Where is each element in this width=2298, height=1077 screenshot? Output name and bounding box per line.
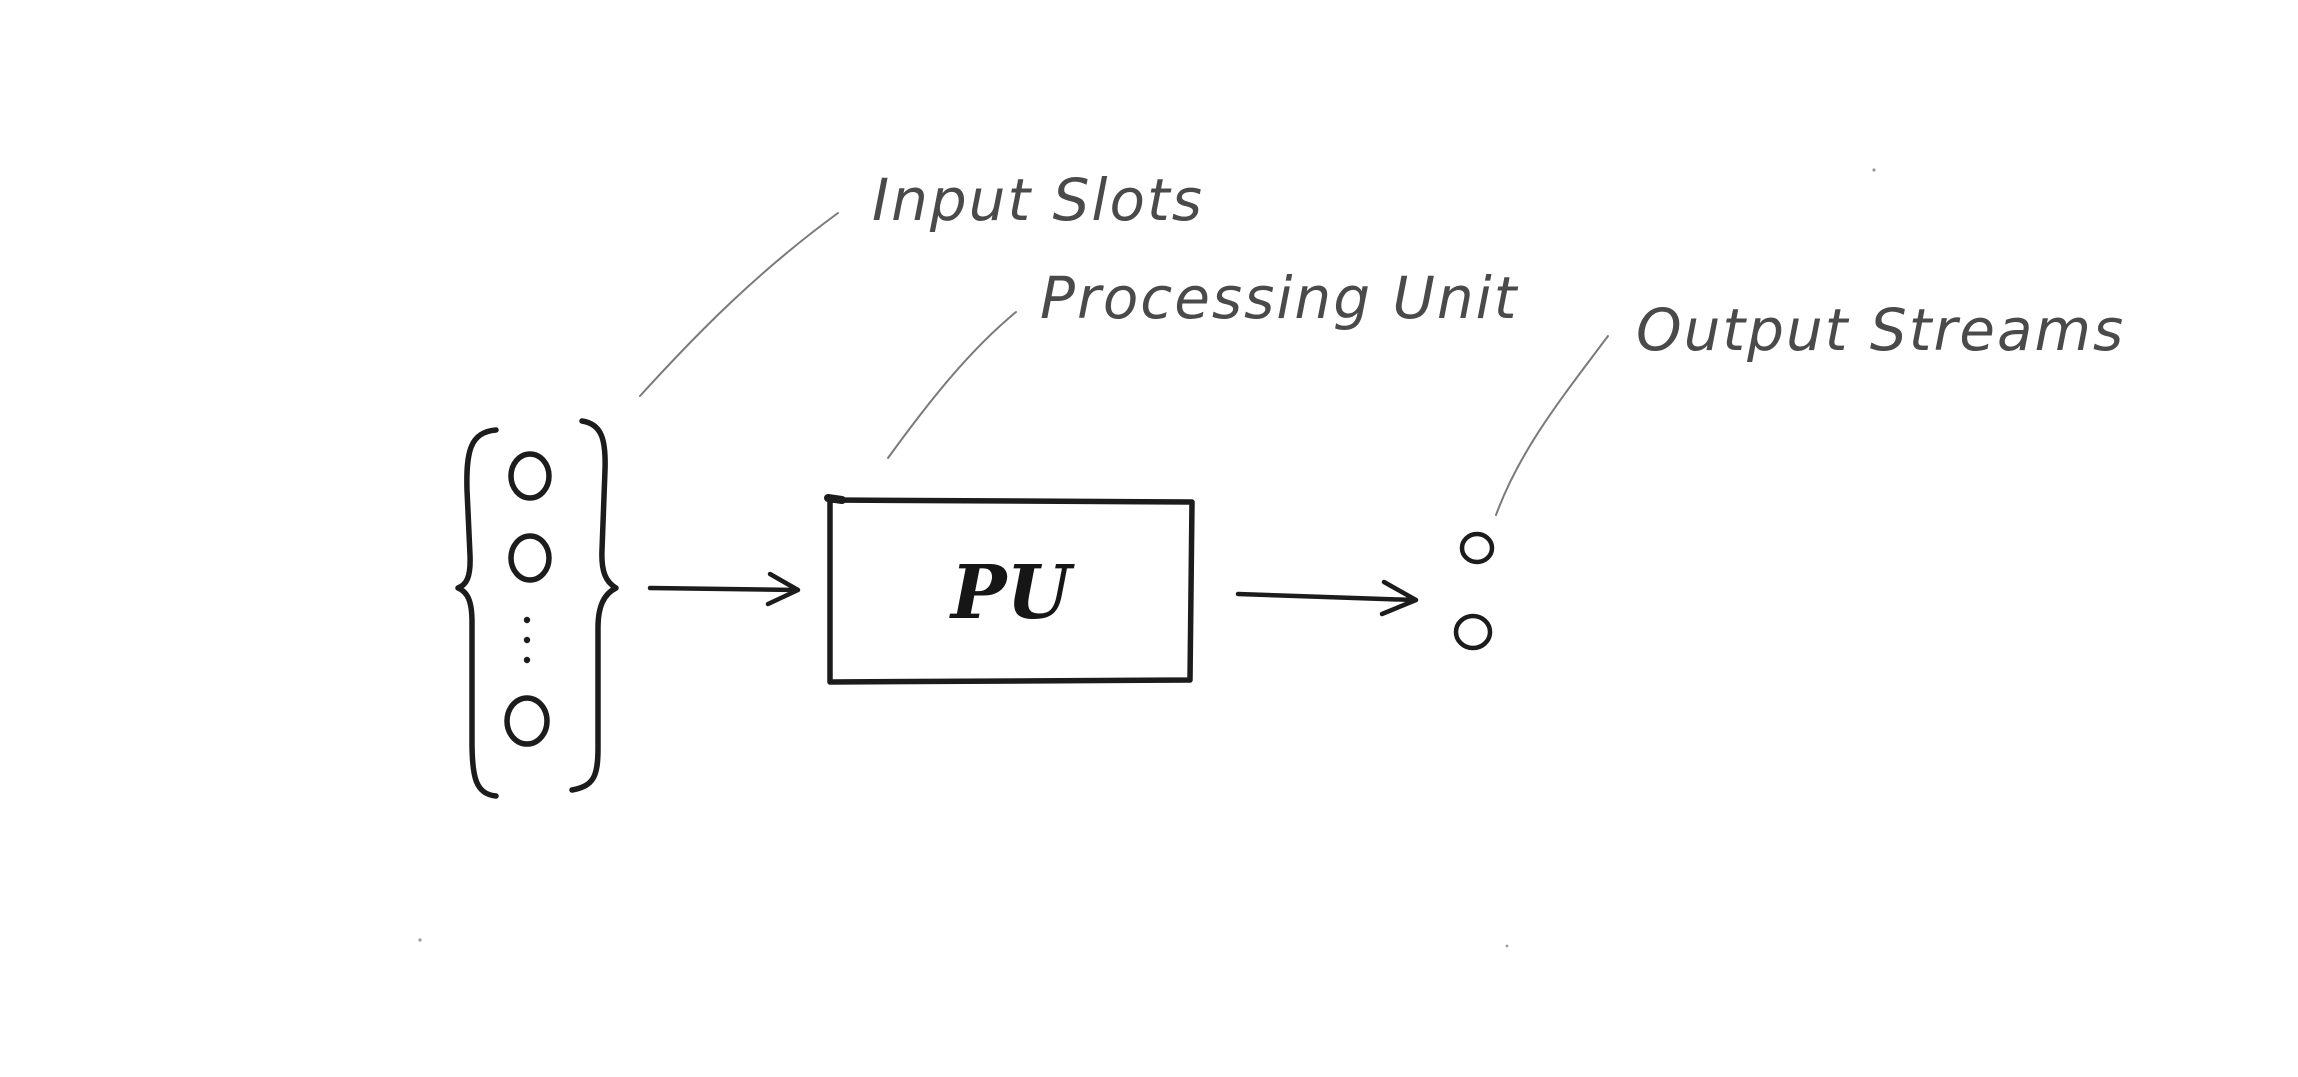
input-slots-label: Input Slots [872,166,1204,234]
output-streams-leader-line [1495,335,1609,516]
input-slots-leader-line [639,212,839,397]
right-curly-brace [569,418,619,793]
output-streams-group [1453,531,1495,651]
processing-unit-leader-line [887,311,1017,459]
paper-speck [418,938,422,942]
processing-unit-box-label: PU [949,550,1076,636]
slot-ellipsis-dot-2 [523,636,531,644]
output-streams-label: Output Streams [1636,296,2125,364]
paper-speck [1505,944,1509,948]
slot-ellipsis-dot-1 [523,616,531,624]
slot-ellipsis-dot-3 [523,656,531,664]
processing-unit-box: PU [824,494,1195,685]
processing-unit-label: Processing Unit [1040,264,1519,332]
input-slot-circle-1 [508,451,552,501]
input-slot-circle-n [504,695,550,747]
output-arrow [1235,579,1419,617]
input-slots-group [455,418,619,799]
input-slot-circle-2 [508,533,552,583]
input-arrow [647,571,801,607]
paper-speck [1872,168,1876,172]
output-stream-circle-1 [1459,531,1495,565]
left-curly-brace [455,427,499,799]
output-stream-circle-2 [1453,613,1493,651]
